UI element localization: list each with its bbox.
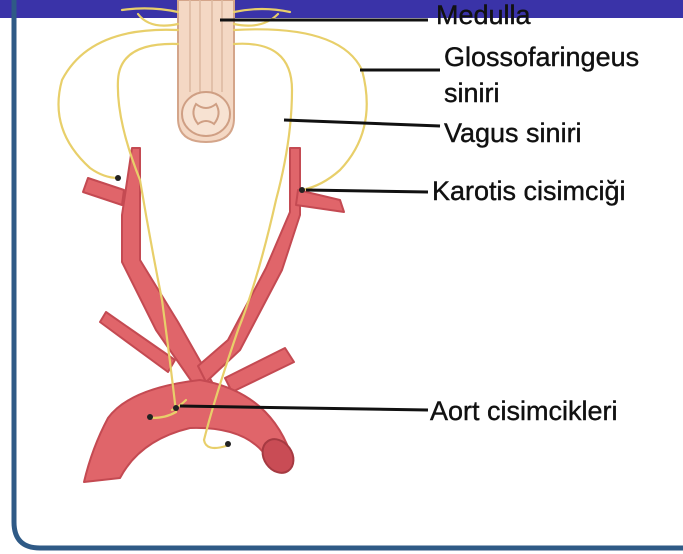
carotid-body-dot-left [115, 175, 121, 181]
header-bar [0, 0, 683, 18]
aortic-arch [84, 380, 290, 482]
right-carotid-branch [296, 190, 344, 212]
right-common-carotid [198, 148, 300, 382]
label-glossofaringeus: Glossofaringeus [444, 42, 639, 72]
aortic-body-dot [225, 441, 231, 447]
arteries [83, 148, 344, 482]
aortic-body-dot [173, 405, 179, 411]
label-vagus: Vagus siniri [444, 118, 582, 148]
label-aort: Aort cisimcikleri [430, 396, 618, 426]
aortic-body-dot [147, 414, 153, 420]
carotid-body-dot-right [299, 187, 305, 193]
label-medulla: Medulla [436, 0, 532, 30]
label-glossofaringeus-line2: siniri [444, 78, 500, 108]
pointer-karotis [306, 190, 428, 192]
left-carotid-branch [83, 178, 124, 205]
pointer-vagus [284, 120, 440, 126]
label-karotis: Karotis cisimciği [432, 176, 626, 206]
cord-cross-section [182, 92, 230, 136]
